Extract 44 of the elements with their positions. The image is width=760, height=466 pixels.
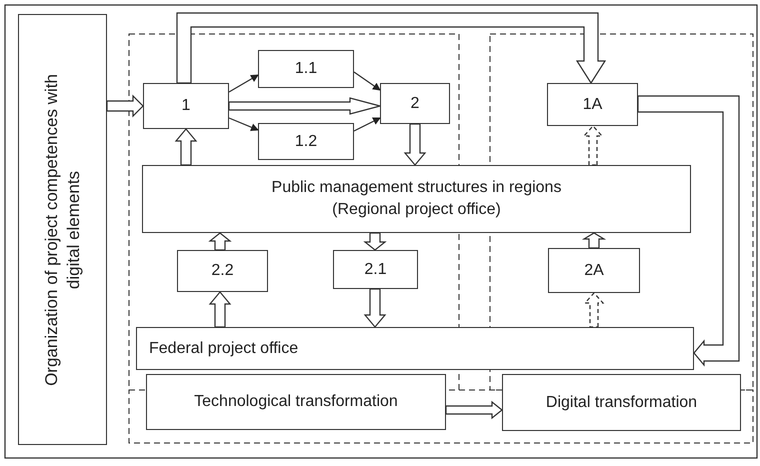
block-arrow [584, 292, 604, 328]
box-label: 1 [182, 96, 190, 116]
box-label: Digital transformation [546, 392, 698, 412]
side-box [18, 14, 107, 445]
process-box [177, 250, 268, 292]
block-arrow [176, 12, 606, 84]
box-label: Public management structures in regions (Regional project office) [270, 178, 562, 220]
process-box [547, 83, 638, 126]
block-arrow [208, 232, 232, 251]
box-label: Technological transformation [194, 392, 398, 412]
block-arrow [106, 94, 144, 118]
process-box [502, 374, 741, 431]
box-label: 1A [582, 94, 602, 114]
arrow [354, 72, 381, 91]
block-arrow [404, 123, 426, 166]
process-box [258, 50, 354, 88]
box-label: 2A [584, 260, 604, 280]
box-label: 1.1 [294, 59, 318, 79]
box-label: 1.2 [294, 132, 318, 152]
box-label: 2.1 [364, 260, 387, 280]
process-box [548, 248, 640, 293]
block-arrow [445, 400, 503, 420]
process-box [146, 374, 446, 430]
process-box [143, 83, 229, 129]
block-arrow [582, 232, 606, 249]
block-arrow [208, 291, 232, 328]
block-arrow [364, 288, 386, 328]
process-box [333, 250, 418, 289]
arrow [228, 74, 259, 93]
rotated-label: Organization of project competences with digital elements [40, 72, 84, 388]
block-arrow [582, 125, 604, 166]
process-box [142, 165, 691, 233]
arrow [354, 117, 381, 132]
box-label: 2.2 [211, 261, 234, 281]
box-label: Federal project office [149, 338, 298, 358]
process-box [380, 83, 450, 124]
block-arrow [363, 232, 387, 251]
process-box [136, 327, 694, 370]
process-box [258, 123, 354, 160]
block-arrow [228, 97, 382, 115]
box-label: 2 [410, 94, 420, 114]
block-arrow [637, 95, 740, 367]
block-arrow [174, 128, 198, 166]
arrow [228, 117, 259, 132]
